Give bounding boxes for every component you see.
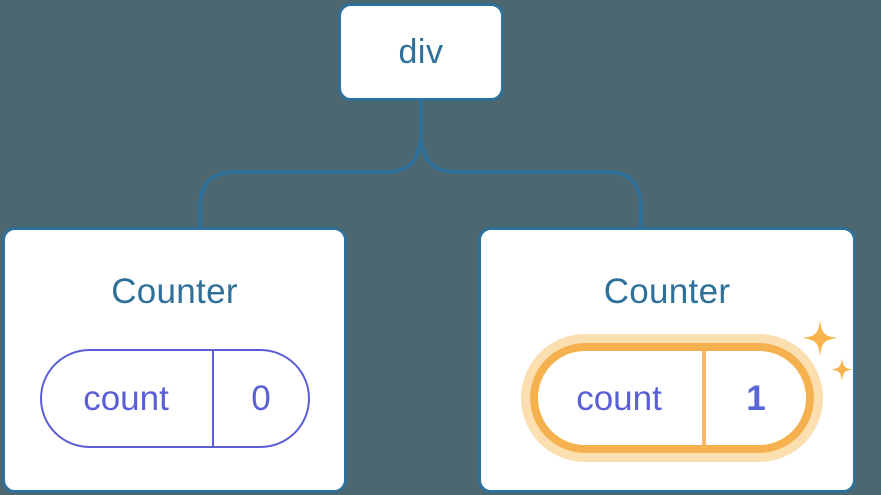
state-pill-left-value: 0: [251, 379, 271, 418]
state-pill-count-right-wrapper: count 1: [521, 334, 823, 462]
state-pill-right-value: 1: [746, 378, 766, 418]
node-counter-left-body: Counter: [5, 230, 344, 490]
connector-branch-left: [198, 129, 423, 230]
node-counter-left-title: Counter: [111, 272, 238, 311]
state-pill-count-left[interactable]: count 0: [40, 349, 310, 448]
connector-branch-right: [419, 129, 643, 230]
node-div[interactable]: div: [338, 3, 504, 101]
state-pill-right-halo: [521, 334, 823, 462]
state-pill-right-key: count: [538, 351, 706, 445]
node-counter-right-title: Counter: [603, 272, 731, 311]
state-pill-count-right[interactable]: count 1: [530, 343, 814, 453]
state-pill-left-key: count: [42, 351, 214, 446]
node-div-label: div: [398, 33, 444, 71]
node-counter-right-body: Counter: [481, 230, 853, 490]
